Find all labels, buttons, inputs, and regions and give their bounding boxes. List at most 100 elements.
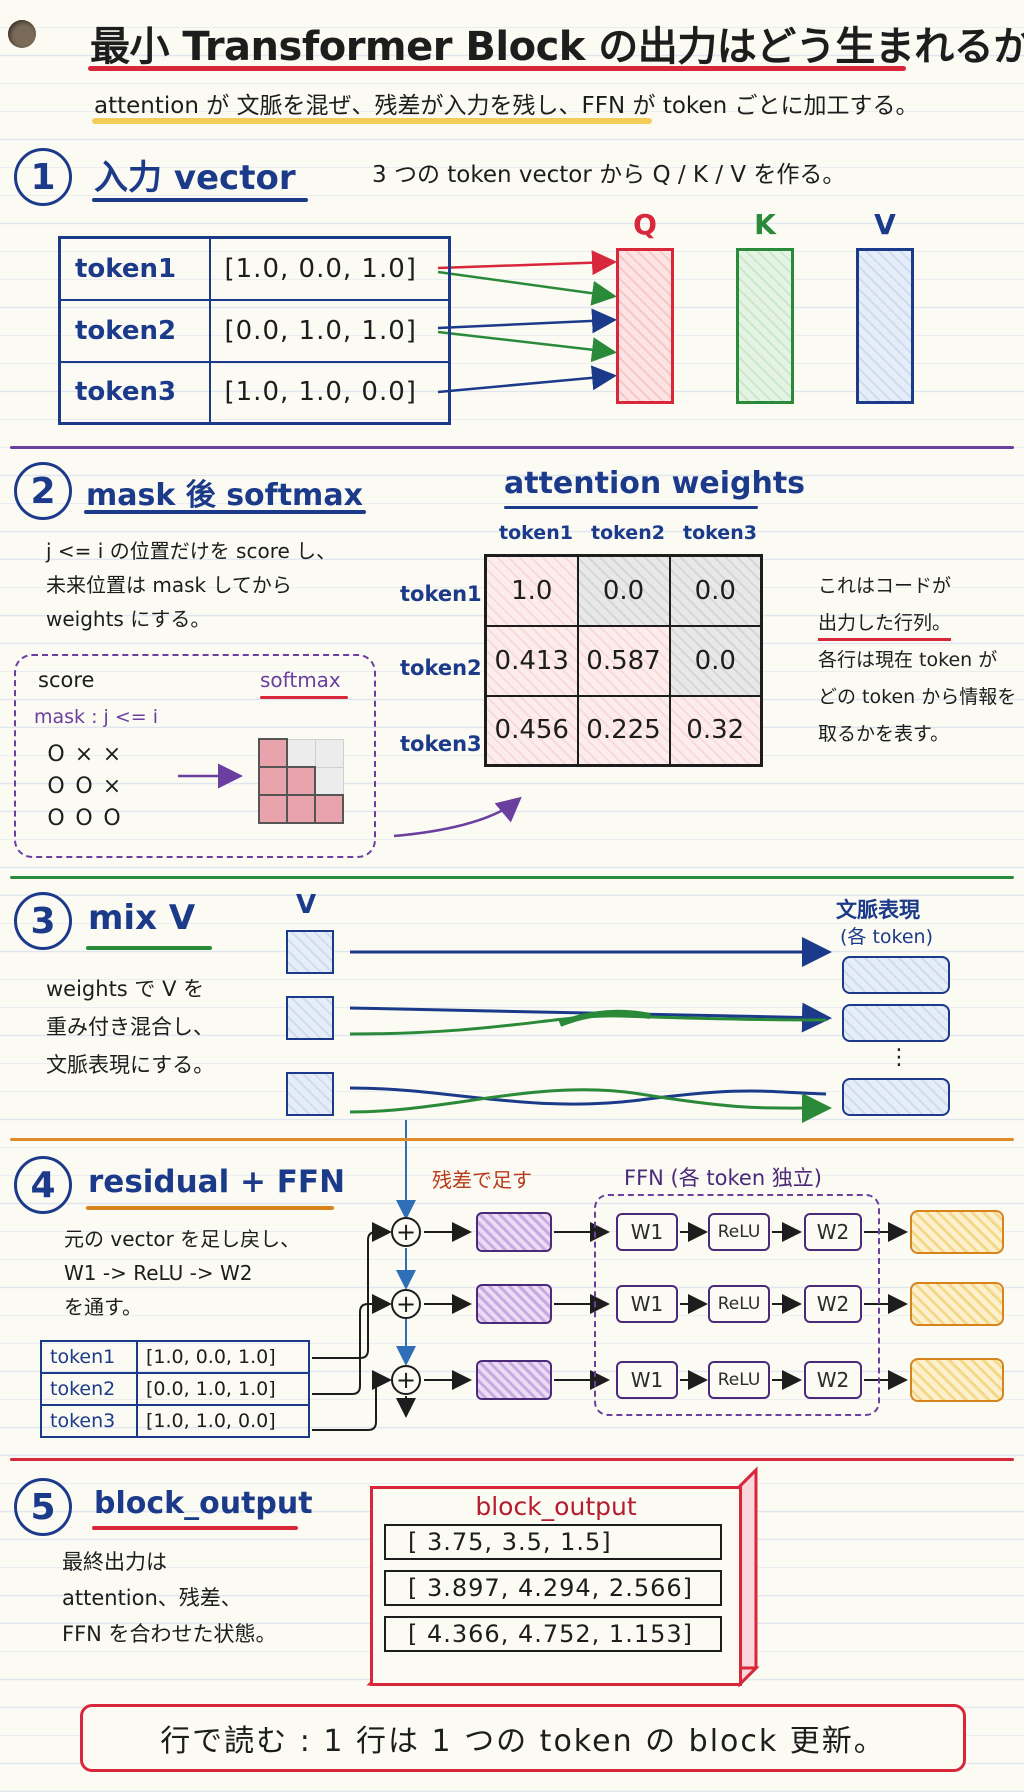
- residual-input-table: token1 [1.0, 0.0, 1.0] token2 [0.0, 1.0,…: [40, 1340, 310, 1438]
- residual-sum-box: [476, 1212, 552, 1252]
- weight-cell: 1.0: [484, 554, 579, 627]
- score-label: score: [38, 668, 95, 692]
- note-line: 最終出力は: [62, 1550, 167, 1574]
- section4-number-badge: 4: [14, 1156, 72, 1214]
- table-row: token1 [1.0, 0.0, 1.0]: [40, 1340, 310, 1374]
- section4-flows: [312, 1120, 908, 1431]
- weight-cell: 0.413: [484, 624, 579, 697]
- input-row-label: token2: [58, 298, 211, 363]
- attention-column-headers: token1 token2 token3: [490, 522, 766, 544]
- page-subtitle: attention が 文脈を混ぜ、残差が入力を残し、FFN が token ご…: [94, 93, 919, 119]
- ffn-w2: W2: [804, 1285, 862, 1323]
- block-output-rows: [ 3.75, 3.5, 1.5] [ 3.897, 4.294, 2.566]…: [384, 1524, 722, 1652]
- input-row-vector: [1.0, 1.0, 0.0]: [208, 360, 451, 425]
- input-row-vector: [0.0, 1.0, 1.0]: [136, 1372, 310, 1406]
- input-row-label: token3: [40, 1404, 138, 1438]
- ffn-box: [594, 1194, 880, 1416]
- k-matrix: [736, 248, 794, 404]
- add-node: +: [391, 1217, 421, 1247]
- input-row-label: token1: [58, 236, 211, 301]
- note-line: 各行は現在 token が: [818, 649, 998, 671]
- note-line: weights で V を: [46, 977, 205, 1001]
- k-label: K: [754, 208, 776, 241]
- input-row-label: token1: [40, 1340, 138, 1374]
- v-column-label: V: [296, 890, 317, 920]
- residual-label: 残差で足す: [432, 1168, 532, 1192]
- ellipsis: ⋮: [888, 1045, 910, 1070]
- mask-cell: O: [103, 806, 121, 831]
- table-row: 1.0 0.0 0.0: [484, 554, 763, 627]
- title-underline: [88, 66, 906, 71]
- mask-cell: O: [75, 806, 93, 831]
- context-vector-box: [842, 1078, 950, 1116]
- weight-cell: 0.587: [576, 624, 671, 697]
- mask-cell: ×: [102, 774, 122, 799]
- attention-side-note: これはコードが 出力した行列。 各行は現在 token が どの token か…: [818, 568, 1016, 753]
- v-vector-box: [286, 1072, 334, 1116]
- section1-heading-underline: [92, 198, 308, 202]
- section1-heading: 入力 vector: [94, 158, 296, 198]
- section4-heading-underline: [86, 1206, 334, 1210]
- input-row-vector: [1.0, 1.0, 0.0]: [136, 1404, 310, 1438]
- note-line: 文脈表現にする。: [46, 1053, 215, 1077]
- softmax-triangle: [258, 738, 344, 824]
- v-vector-box: [286, 996, 334, 1040]
- table-row: token1 [1.0, 0.0, 1.0]: [58, 236, 451, 301]
- ffn-relu: ReLU: [708, 1213, 770, 1251]
- block-output-title: block_output: [475, 1492, 637, 1521]
- add-node: +: [391, 1365, 421, 1395]
- q-label: Q: [633, 208, 657, 241]
- mask-cell: O: [47, 774, 65, 799]
- v-matrix: [856, 248, 914, 404]
- section-divider: [10, 1138, 1014, 1141]
- section1-arrows: [437, 250, 617, 394]
- section5-number-badge: 5: [14, 1478, 72, 1536]
- section3-heading-underline: [86, 946, 212, 950]
- table-row: token2 [0.0, 1.0, 1.0]: [40, 1372, 310, 1406]
- ffn-w2: W2: [804, 1213, 862, 1251]
- context-output-label: 文脈表現: [836, 898, 920, 922]
- note-line: どの token から情報を: [818, 686, 1017, 708]
- table-row: 0.456 0.225 0.32: [484, 694, 763, 767]
- attention-weights-title-underline: [504, 506, 758, 509]
- table-row: 0.413 0.587 0.0: [484, 624, 763, 697]
- context-vector-box: [842, 1004, 950, 1042]
- residual-sum-box: [476, 1284, 552, 1324]
- note-line: W1 -> ReLU -> W2: [64, 1261, 253, 1285]
- section3-number-badge: 3: [14, 892, 72, 950]
- section5-heading: block_output: [94, 1486, 313, 1521]
- subtitle-highlight: [92, 118, 652, 124]
- section2-note: j <= i の位置だけを score し、 未来位置は mask してから w…: [46, 534, 336, 636]
- input-row-label: token2: [40, 1372, 138, 1406]
- row-header: token2: [400, 656, 482, 680]
- table-row: token3 [1.0, 1.0, 0.0]: [40, 1404, 310, 1438]
- binder-hole: [8, 20, 36, 48]
- block-output-row: [ 3.75, 3.5, 1.5]: [384, 1524, 722, 1560]
- section-divider: [10, 1458, 1014, 1461]
- context-vector-box: [842, 956, 950, 994]
- note-line-highlighted: 出力した行列。: [818, 608, 952, 641]
- input-row-label: token3: [58, 360, 211, 425]
- weight-cell: 0.0: [668, 624, 763, 697]
- section2-number-badge: 2: [14, 462, 72, 520]
- section-divider: [10, 876, 1014, 879]
- page-title: 最小 Transformer Block の出力はどう生まれるか: [90, 24, 1024, 70]
- section3-flows: [349, 937, 832, 1124]
- section3-heading: mix V: [88, 898, 196, 938]
- section1-description: 3 つの token vector から Q / K / V を作る。: [372, 162, 846, 188]
- ffn-relu: ReLU: [708, 1361, 770, 1399]
- section4-note: 元の vector を足し戻し、 W1 -> ReLU -> W2 を通す。: [64, 1222, 300, 1324]
- v-vector-box: [286, 930, 334, 974]
- ffn-w1: W1: [616, 1361, 678, 1399]
- mask-cell: O: [47, 806, 65, 831]
- softmax-label: softmax: [260, 668, 341, 692]
- note-line: を通す。: [64, 1295, 142, 1319]
- block-output-row: [ 4.366, 4.752, 1.153]: [384, 1616, 722, 1652]
- section2-heading-underline: [84, 510, 366, 514]
- section2-heading: mask 後 softmax: [86, 478, 363, 513]
- section-divider: [10, 446, 1014, 449]
- table-row: token3 [1.0, 1.0, 0.0]: [58, 360, 451, 425]
- row-header: token3: [400, 732, 482, 756]
- note-line: 重み付き混合し、: [46, 1015, 214, 1039]
- note-line: 元の vector を足し戻し、: [64, 1227, 301, 1251]
